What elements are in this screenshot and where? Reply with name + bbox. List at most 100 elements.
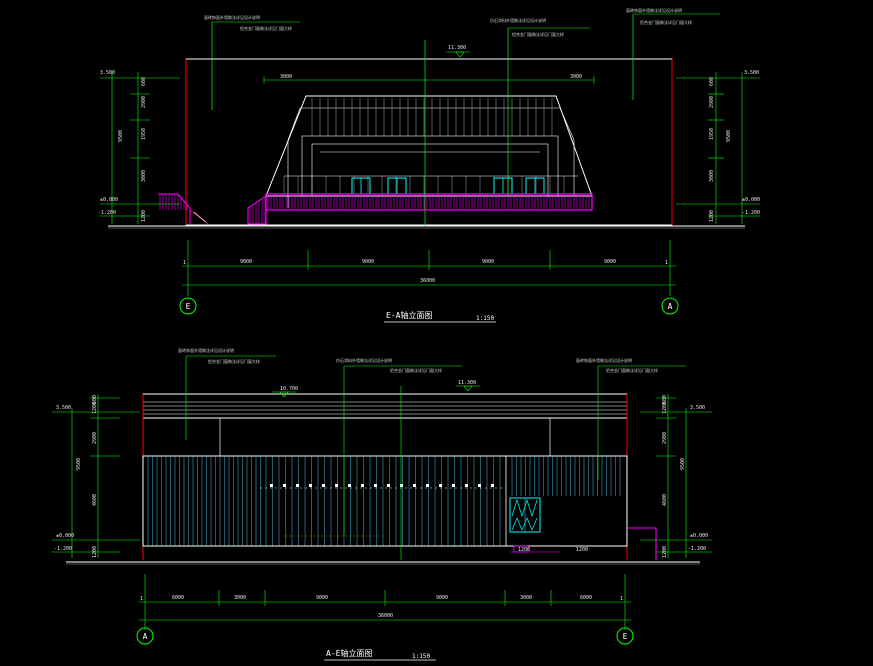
ridge-level-marker: 11.300 [446, 45, 470, 58]
svg-text:1200: 1200 [662, 402, 668, 414]
svg-text:面砖饰面外墙做法详见设计说明: 面砖饰面外墙做法详见设计说明 [204, 14, 260, 20]
svg-text:铝合金门窗做法详见门窗大样: 铝合金门窗做法详见门窗大样 [640, 19, 692, 25]
central-hall-outline [265, 95, 593, 197]
svg-text:9500: 9500 [680, 458, 686, 470]
svg-text:2900: 2900 [92, 432, 98, 444]
drawing-title-1: E-A轴立面图 1:150 [384, 310, 496, 323]
svg-text:11.300: 11.300 [458, 380, 476, 386]
svg-text:9000: 9000 [482, 259, 494, 265]
right-height-dimensions: 3.500 ±0.000 -1.200 600 2900 1950 3000 1… [676, 70, 760, 224]
svg-text:1950: 1950 [141, 128, 147, 140]
svg-text:铝合金门窗做法详见门窗大样: 铝合金门窗做法详见门窗大样 [240, 25, 292, 31]
svg-text:-1.200: -1.200 [742, 210, 760, 216]
hall-vertical-mullions [283, 98, 565, 194]
svg-text:1:150: 1:150 [476, 315, 494, 322]
axis-bubble-right-2: E [616, 627, 634, 645]
svg-text:36000: 36000 [378, 613, 393, 619]
svg-text:1200: 1200 [709, 210, 715, 222]
svg-text:600: 600 [141, 77, 147, 86]
svg-text:1200: 1200 [92, 546, 98, 558]
svg-text:1200: 1200 [141, 210, 147, 222]
svg-text:1200: 1200 [518, 547, 530, 553]
svg-text:600: 600 [709, 77, 715, 86]
material-note-5: 仿石涂料外墙做法详见设计说明 铝合金门窗做法详见门窗大样 [336, 357, 462, 373]
svg-text:6000: 6000 [172, 595, 184, 601]
svg-text:铝合金门窗做法详见门窗大样: 铝合金门窗做法详见门窗大样 [390, 367, 442, 373]
svg-text:A-E轴立面图: A-E轴立面图 [326, 648, 372, 658]
side-entrance-door: 1200 1200 [509, 497, 588, 553]
material-note-4: 面砖饰面外墙做法详见设计说明 铝合金门窗做法详见门窗大样 [178, 347, 276, 364]
svg-text:1:150: 1:150 [412, 653, 430, 660]
svg-text:10.700: 10.700 [280, 386, 298, 392]
svg-text:600: 600 [662, 395, 668, 404]
svg-text:4600: 4600 [662, 494, 668, 506]
axis-bubble-left: E [179, 297, 197, 315]
svg-text:9000: 9000 [436, 595, 448, 601]
terrace-railing [158, 193, 593, 225]
ridge-level-markers: 10.700 11.300 [272, 380, 480, 398]
main-wall-outline [185, 58, 673, 226]
svg-text:6000: 6000 [580, 595, 592, 601]
elevation-a-e: 1200 1200 面砖饰面外墙做法详见设计说明 铝合金门窗做法详见门窗大样 仿… [52, 347, 712, 661]
svg-text:3.500: 3.500 [690, 405, 705, 411]
svg-text:A: A [143, 632, 148, 641]
svg-text:E: E [186, 302, 191, 311]
svg-text:仿石涂料外墙做法详见设计说明: 仿石涂料外墙做法详见设计说明 [490, 17, 546, 23]
svg-text:面砖饰面外墙做法详见设计说明: 面砖饰面外墙做法详见设计说明 [178, 347, 234, 353]
svg-text:1: 1 [665, 260, 668, 266]
svg-text:铝合金门窗做法详见门窗大样: 铝合金门窗做法详见门窗大样 [606, 367, 658, 373]
svg-text:1950: 1950 [709, 128, 715, 140]
left-height-dimensions: 3.500 ±0.000 -1.200 600 2900 1950 3000 1… [98, 70, 180, 224]
material-note-3: 面砖饰面外墙做法详见设计说明 铝合金门窗做法详见门窗大样 [626, 7, 720, 25]
svg-text:3000: 3000 [520, 595, 532, 601]
svg-text:1200: 1200 [576, 547, 588, 553]
svg-text:3000: 3000 [141, 170, 147, 182]
svg-text:3.500: 3.500 [100, 70, 115, 76]
material-note-6: 面砖饰面外墙做法详见设计说明 铝合金门窗做法详见门窗大样 [576, 357, 686, 373]
horizontal-dimensions: 1 1 9000 9000 9000 9000 36000 [182, 240, 676, 296]
axis-bubble-left-2: A [136, 627, 154, 645]
svg-text:4600: 4600 [92, 494, 98, 506]
svg-text:1: 1 [140, 596, 143, 602]
curtain-wall-mullions [147, 456, 621, 546]
svg-text:3.500: 3.500 [56, 405, 71, 411]
svg-text:1: 1 [183, 260, 186, 266]
svg-text:3000: 3000 [234, 595, 246, 601]
elevation-e-a: 面砖饰面外墙做法详见设计说明 铝合金门窗做法详见门窗大样 仿石涂料外墙做法详见设… [98, 7, 760, 323]
svg-text:面砖饰面外墙做法详见设计说明: 面砖饰面外墙做法详见设计说明 [626, 7, 682, 13]
material-note-1: 面砖饰面外墙做法详见设计说明 铝合金门窗做法详见门窗大样 [204, 14, 300, 31]
material-note-2: 仿石涂料外墙做法详见设计说明 铝合金门窗做法详见门窗大样 [490, 17, 590, 37]
svg-text:E-A轴立面图: E-A轴立面图 [386, 310, 432, 320]
svg-text:9500: 9500 [726, 130, 732, 142]
drawing-title-2: A-E轴立面图 1:150 [324, 648, 436, 661]
svg-text:11.300: 11.300 [448, 45, 466, 51]
horizontal-dimensions-2: 1 1 6000 3000 9000 9000 3000 6000 36000 [139, 574, 631, 630]
svg-text:1200: 1200 [662, 546, 668, 558]
svg-text:铝合金门窗做法详见门窗大样: 铝合金门窗做法详见门窗大样 [208, 358, 260, 364]
svg-text:2900: 2900 [141, 96, 147, 108]
svg-text:±0.000: ±0.000 [742, 197, 760, 203]
axis-bubble-right: A [661, 297, 679, 315]
svg-text:±0.000: ±0.000 [100, 197, 118, 203]
svg-text:A: A [668, 302, 673, 311]
glazing-band [270, 484, 494, 487]
right-height-dimensions-2: 3.500 ±0.000 -1.200 600 1200 2900 4600 1… [640, 394, 712, 558]
svg-text:-1.200: -1.200 [98, 210, 116, 216]
svg-text:9000: 9000 [316, 595, 328, 601]
svg-text:3.500: 3.500 [744, 70, 759, 76]
left-height-dimensions-2: 3.500 ±0.000 -1.200 600 1200 2900 4600 1… [52, 394, 140, 558]
svg-text:1200: 1200 [92, 402, 98, 414]
svg-text:9500: 9500 [118, 130, 124, 142]
svg-text:铝合金门窗做法详见门窗大样: 铝合金门窗做法详见门窗大样 [512, 31, 564, 37]
entrance-doors [351, 177, 545, 195]
svg-text:600: 600 [92, 395, 98, 404]
svg-text:9500: 9500 [76, 458, 82, 470]
svg-text:-1.200: -1.200 [688, 546, 706, 552]
svg-text:36000: 36000 [420, 278, 435, 284]
svg-text:9000: 9000 [362, 259, 374, 265]
svg-text:1: 1 [620, 596, 623, 602]
svg-text:3000: 3000 [570, 74, 582, 80]
svg-text:面砖饰面外墙做法详见设计说明: 面砖饰面外墙做法详见设计说明 [576, 357, 632, 363]
svg-text:3000: 3000 [709, 170, 715, 182]
